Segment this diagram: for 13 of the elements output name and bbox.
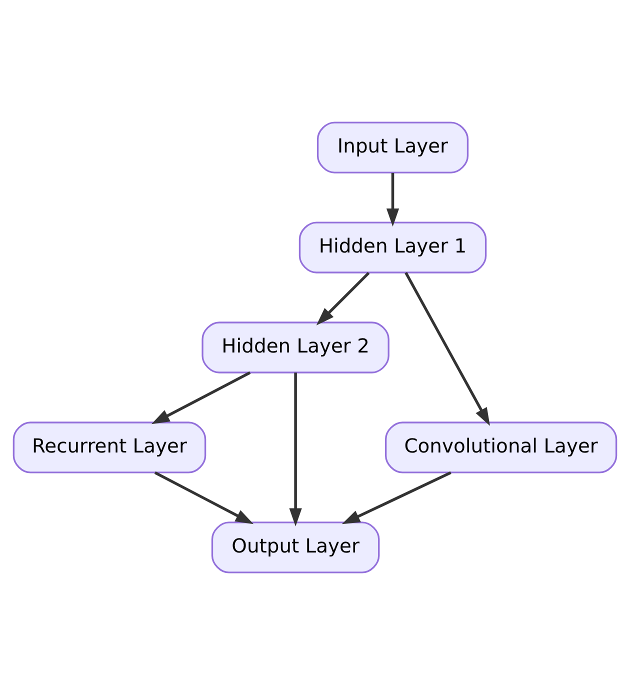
arrow xyxy=(386,172,400,227)
arrow xyxy=(151,371,251,424)
node-box: Hidden Layer 2 xyxy=(202,322,390,374)
node-box: Hidden Layer 1 xyxy=(298,222,487,274)
node-box: Output Layer xyxy=(211,522,380,574)
node-box: Recurrent Layer xyxy=(12,422,206,474)
arrow xyxy=(316,272,370,326)
arrow xyxy=(154,471,254,524)
arrow xyxy=(289,372,302,526)
node-box: Input Layer xyxy=(316,122,469,174)
node-box: Convolutional Layer xyxy=(384,422,618,474)
arrow xyxy=(404,272,490,426)
arrow xyxy=(342,471,452,524)
